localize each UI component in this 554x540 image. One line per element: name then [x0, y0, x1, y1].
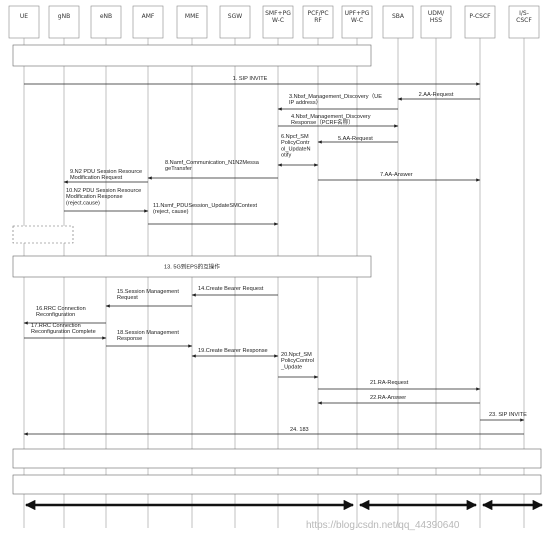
participant-4: AMF	[132, 5, 164, 528]
participant-header-box	[90, 5, 122, 39]
participant-name: UE	[20, 13, 28, 20]
message-19: 21.RA-Request	[318, 380, 481, 391]
message-11: 11.Nsmf_PDUSession_UpdateSMContext(rejec…	[148, 203, 279, 226]
message-12: 14.Create Bearer Request	[191, 286, 278, 297]
participant-name: I/S-CSCF	[516, 10, 532, 24]
message-label: 23. SIP INVITE	[489, 412, 527, 418]
participant-11: UDM/HSS	[420, 5, 452, 528]
participant-name: gNB	[58, 13, 70, 20]
participant-header-box	[219, 5, 251, 39]
participant-name: P-CSCF	[469, 13, 491, 20]
group-box-3: 13. 5G到EPS的互操作	[12, 255, 372, 278]
participant-name: eNB	[100, 13, 112, 20]
message-label: 11.Nsmf_PDUSession_UpdateSMContext(rejec…	[153, 203, 257, 215]
participant-13: I/S-CSCF	[508, 5, 540, 528]
group-box-frame	[12, 474, 542, 495]
message-label: 21.RA-Request	[370, 380, 409, 386]
group-box-2	[12, 225, 74, 244]
group-box-4	[12, 448, 542, 469]
message-20: 22.RA-Answer	[317, 395, 480, 405]
message-label: 24. 183	[290, 427, 309, 433]
participant-3: eNB	[90, 5, 122, 528]
participant-12: P-CSCF	[464, 5, 496, 528]
group-box-5	[12, 474, 542, 495]
participant-header-box	[464, 5, 496, 39]
participant-header-box	[48, 5, 80, 39]
message-7: 7.AA-Answer	[318, 172, 481, 182]
watermark-text: https://blog.csdn.net/qq_44390640	[306, 520, 460, 531]
participant-header-box	[341, 5, 373, 39]
participant-header-box	[8, 5, 40, 39]
message-label: 19.Create Bearer Response	[198, 348, 268, 354]
message-label: 14.Create Bearer Request	[198, 286, 264, 292]
group-box-frame	[12, 225, 74, 244]
group-box-frame	[12, 44, 372, 67]
message-21: 23. SIP INVITE	[480, 412, 527, 422]
group-box-1	[12, 44, 372, 67]
group-box-frame	[12, 255, 372, 278]
participant-header-box	[420, 5, 452, 39]
participant-2: gNB	[48, 5, 80, 528]
participant-header-box	[382, 5, 414, 39]
message-5: 5.AA-Request	[317, 136, 398, 144]
message-label: 22.RA-Answer	[370, 395, 406, 401]
participant-header-box	[302, 5, 334, 39]
participant-name: MME	[185, 13, 199, 20]
message-label: 1. SIP INVITE	[233, 76, 268, 82]
message-label: 5.AA-Request	[338, 136, 373, 142]
group-boxes: 13. 5G到EPS的互操作	[12, 44, 542, 495]
participant-name: AMF	[142, 13, 155, 20]
message-22: 24. 183	[23, 427, 524, 436]
participant-5: MME	[176, 5, 208, 528]
group-box-label: 13. 5G到EPS的互操作	[164, 263, 220, 271]
participant-6: SGW	[219, 5, 251, 528]
participant-1: UE	[8, 5, 40, 528]
participant-10: SBA	[382, 5, 414, 528]
group-box-frame	[12, 448, 542, 469]
participant-name: SGW	[228, 13, 242, 20]
message-label: 7.AA-Answer	[380, 172, 413, 178]
participant-name: UDM/HSS	[428, 10, 445, 24]
message-1: 1. SIP INVITE	[24, 76, 481, 86]
participant-header-box	[176, 5, 208, 39]
messages: 1. SIP INVITE 2.AA-Request 3.Nbsf_Manageme…	[23, 76, 527, 436]
participant-name: SBA	[392, 13, 405, 20]
participant-header-box	[508, 5, 540, 39]
participant-header-box	[262, 5, 294, 39]
message-2: 2.AA-Request	[397, 92, 480, 101]
message-label: 2.AA-Request	[419, 92, 454, 98]
message-17: 19.Create Bearer Response	[191, 348, 279, 358]
participant-header-box	[132, 5, 164, 39]
